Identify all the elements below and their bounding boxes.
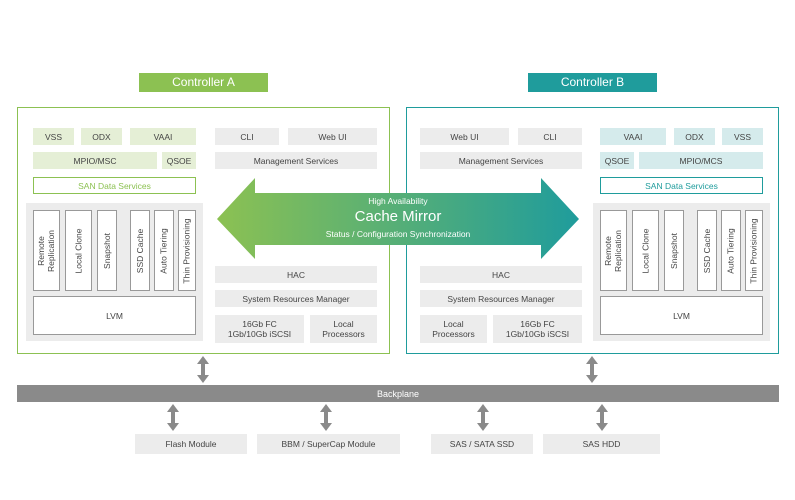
connector-b [586, 356, 598, 383]
lvm-box-a: LVM [33, 296, 196, 335]
controller-b-header: Controller B [528, 73, 657, 92]
mirror-subtitle: Status / Configuration Synchronization [325, 229, 471, 239]
qsoe-box-b: QSOE [600, 152, 634, 169]
mirror-title: Cache Mirror [354, 208, 442, 225]
webui-box-b: Web UI [420, 128, 509, 145]
vss-box-b: VSS [722, 128, 763, 145]
feature-remote-replication-b: Remote Replication [600, 210, 627, 291]
system-resources-manager-b: System Resources Manager [420, 290, 582, 307]
connector-bbm [320, 404, 332, 431]
feature-ssd-cache-b: SSD Cache [697, 210, 717, 291]
qsoe-box-a: QSOE [162, 152, 196, 169]
mpio-box-a: MPIO/MSC [33, 152, 157, 169]
bbm-supercap-module: BBM / SuperCap Module [257, 434, 400, 454]
cli-box-a: CLI [215, 128, 279, 145]
backplane-bar: Backplane [17, 385, 779, 402]
controller-a-header: Controller A [139, 73, 268, 92]
vss-box-a: VSS [33, 128, 74, 145]
connector-ssd [477, 404, 489, 431]
vaai-box-a: VAAI [130, 128, 196, 145]
connector-hdd [596, 404, 608, 431]
odx-box-b: ODX [674, 128, 715, 145]
odx-box-a: ODX [81, 128, 122, 145]
local-processors-b: Local Processors [420, 315, 487, 343]
feature-snapshot-a: Snapshot [97, 210, 117, 291]
hac-box-a: HAC [215, 266, 377, 283]
sas-hdd: SAS HDD [543, 434, 660, 454]
mirror-top-label: High Availability [368, 196, 428, 206]
feature-local-clone-a: Local Clone [65, 210, 92, 291]
feature-remote-replication-a: Remote Replication [33, 210, 60, 291]
feature-auto-tiering-b: Auto Tiering [721, 210, 741, 291]
flash-module: Flash Module [135, 434, 247, 454]
lvm-box-b: LVM [600, 296, 763, 335]
management-services-a: Management Services [215, 152, 377, 169]
hac-box-b: HAC [420, 266, 582, 283]
fc-iscsi-box-a: 16Gb FC 1Gb/10Gb iSCSI [215, 315, 304, 343]
feature-snapshot-b: Snapshot [664, 210, 684, 291]
local-processors-a: Local Processors [310, 315, 377, 343]
feature-ssd-cache-a: SSD Cache [130, 210, 150, 291]
feature-auto-tiering-a: Auto Tiering [154, 210, 174, 291]
cli-box-b: CLI [518, 128, 582, 145]
webui-box-a: Web UI [288, 128, 377, 145]
feature-thin-provisioning-a: Thin Provisioning [178, 210, 196, 291]
sas-sata-ssd: SAS / SATA SSD [431, 434, 533, 454]
system-resources-manager-a: System Resources Manager [215, 290, 377, 307]
feature-thin-provisioning-b: Thin Provisioning [745, 210, 763, 291]
san-data-services-a: SAN Data Services [33, 177, 196, 194]
connector-flash [167, 404, 179, 431]
vaai-box-b: VAAI [600, 128, 666, 145]
feature-local-clone-b: Local Clone [632, 210, 659, 291]
management-services-b: Management Services [420, 152, 582, 169]
fc-iscsi-box-b: 16Gb FC 1Gb/10Gb iSCSI [493, 315, 582, 343]
mpio-box-b: MPIO/MCS [639, 152, 763, 169]
san-data-services-b: SAN Data Services [600, 177, 763, 194]
connector-a [197, 356, 209, 383]
